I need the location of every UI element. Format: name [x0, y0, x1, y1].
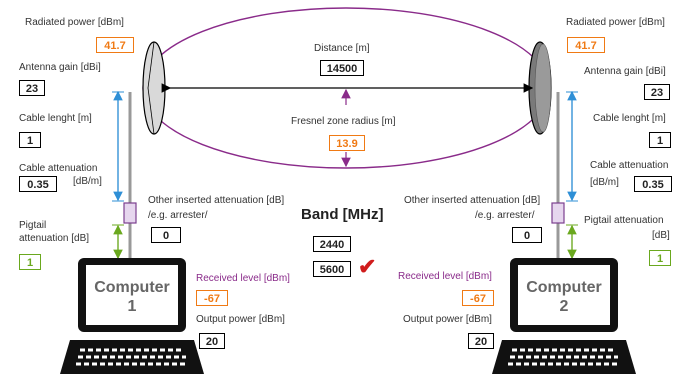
right-arrester: [551, 202, 565, 224]
left-received-field[interactable]: -67: [196, 290, 228, 306]
right-received-field[interactable]: -67: [462, 290, 494, 306]
right-other-att-field[interactable]: 0: [512, 227, 542, 243]
right-antenna-gain-label: Antenna gain [dBi]: [584, 66, 666, 77]
right-pigtail-field[interactable]: 1: [649, 250, 671, 266]
left-arrester: [123, 202, 137, 224]
computer-1-number: 1: [127, 298, 137, 315]
left-antenna-icon: [142, 41, 166, 135]
right-cable-att-field[interactable]: 0.35: [634, 176, 672, 192]
right-pigtail-unit: [dB]: [652, 230, 670, 241]
computer-1-name: Computer: [94, 279, 170, 296]
computer-1-label: Computer 1: [86, 278, 178, 316]
right-cable-att-unit: [dB/m]: [590, 177, 619, 188]
left-pigtail-label: Pigtail: [19, 220, 47, 231]
right-antenna-icon: [528, 41, 552, 135]
right-radiated-power-label: Radiated power [dBm]: [566, 17, 665, 28]
left-other-att-field[interactable]: 0: [151, 227, 181, 243]
left-other-att-label: Other inserted attenuation [dB]: [148, 195, 285, 206]
left-radiated-power-label: Radiated power [dBm]: [25, 17, 124, 28]
right-cable-length-field[interactable]: 1: [649, 132, 671, 148]
left-received-label: Received level [dBm]: [196, 273, 290, 284]
left-pigtail-unit: attenuation [dB]: [19, 233, 90, 244]
left-antenna-gain-field[interactable]: 23: [19, 80, 45, 96]
fresnel-label: Fresnel zone radius [m]: [291, 116, 396, 127]
left-cable-att-label: Cable attenuation: [19, 163, 98, 174]
left-cable-length-field[interactable]: 1: [19, 132, 41, 148]
band-option-2440[interactable]: 2440: [313, 236, 351, 252]
left-output-field[interactable]: 20: [199, 333, 225, 349]
band-selected-check-icon: ✔: [358, 254, 377, 279]
right-output-field[interactable]: 20: [468, 333, 494, 349]
left-radiated-power-field[interactable]: 41.7: [96, 37, 134, 53]
left-cable-att-unit: [dB/m]: [73, 176, 102, 187]
distance-field[interactable]: 14500: [320, 60, 364, 76]
computer-2-icon: [492, 258, 636, 374]
fresnel-field[interactable]: 13.9: [329, 135, 365, 151]
right-radiated-power-field[interactable]: 41.7: [567, 37, 605, 53]
right-other-att-example: /e.g. arrester/: [475, 210, 535, 221]
left-other-att-example: /e.g. arrester/: [148, 210, 208, 221]
right-pigtail-label: Pigtail attenuation: [584, 215, 664, 226]
left-output-label: Output power [dBm]: [196, 314, 285, 325]
right-output-label: Output power [dBm]: [403, 314, 492, 325]
band-title: Band [MHz]: [301, 206, 384, 223]
right-other-att-label: Other inserted attenuation [dB]: [404, 195, 541, 206]
right-cable-length-label: Cable lenght [m]: [593, 113, 666, 124]
distance-label: Distance [m]: [314, 43, 370, 54]
computer-2-label: Computer 2: [518, 278, 610, 316]
left-antenna-gain-label: Antenna gain [dBi]: [19, 62, 101, 73]
left-cable-length-label: Cable lenght [m]: [19, 113, 92, 124]
left-cable-att-field[interactable]: 0.35: [19, 176, 57, 192]
right-received-label: Received level [dBm]: [398, 271, 492, 282]
left-pigtail-field[interactable]: 1: [19, 254, 41, 270]
computer-2-number: 2: [559, 298, 569, 315]
computer-2-name: Computer: [526, 279, 602, 296]
right-antenna-gain-field[interactable]: 23: [644, 84, 670, 100]
computer-1-icon: [60, 258, 204, 374]
right-cable-att-label: Cable attenuation: [590, 160, 669, 171]
band-option-5600[interactable]: 5600: [313, 261, 351, 277]
